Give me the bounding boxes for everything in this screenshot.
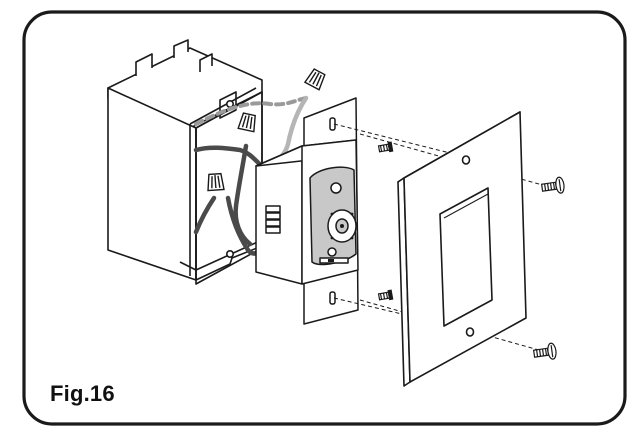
- wall-plate-screws: [532, 176, 565, 360]
- mounting-screw-top: [377, 141, 394, 153]
- alignment-lines: [333, 123, 547, 353]
- remote-bottom-button: [327, 247, 337, 257]
- figure-caption: Fig.16: [50, 381, 115, 406]
- mounting-screws: [377, 141, 394, 301]
- mounting-screw-bottom: [377, 289, 394, 301]
- wall-plate-screw-top: [540, 176, 565, 194]
- terminal-block: [265, 205, 281, 234]
- wire-nut-left: [207, 172, 225, 192]
- wire-nut-top: [237, 112, 256, 133]
- wall-plate-opening: [439, 187, 493, 327]
- wall-plate-screw-bottom: [532, 342, 557, 360]
- wire-nuts: [207, 68, 326, 192]
- dotted-wire: [194, 96, 308, 126]
- wall-plate-hole-bottom: [465, 327, 475, 337]
- wall-plate-hole-top: [461, 155, 471, 165]
- wall-plate: [397, 111, 527, 387]
- wire-nut-outer: [303, 68, 326, 91]
- wire-black-4: [193, 195, 217, 235]
- wire-black-3: [233, 143, 253, 247]
- wall-control-switch: [255, 97, 359, 325]
- remote-top-button: [330, 182, 342, 194]
